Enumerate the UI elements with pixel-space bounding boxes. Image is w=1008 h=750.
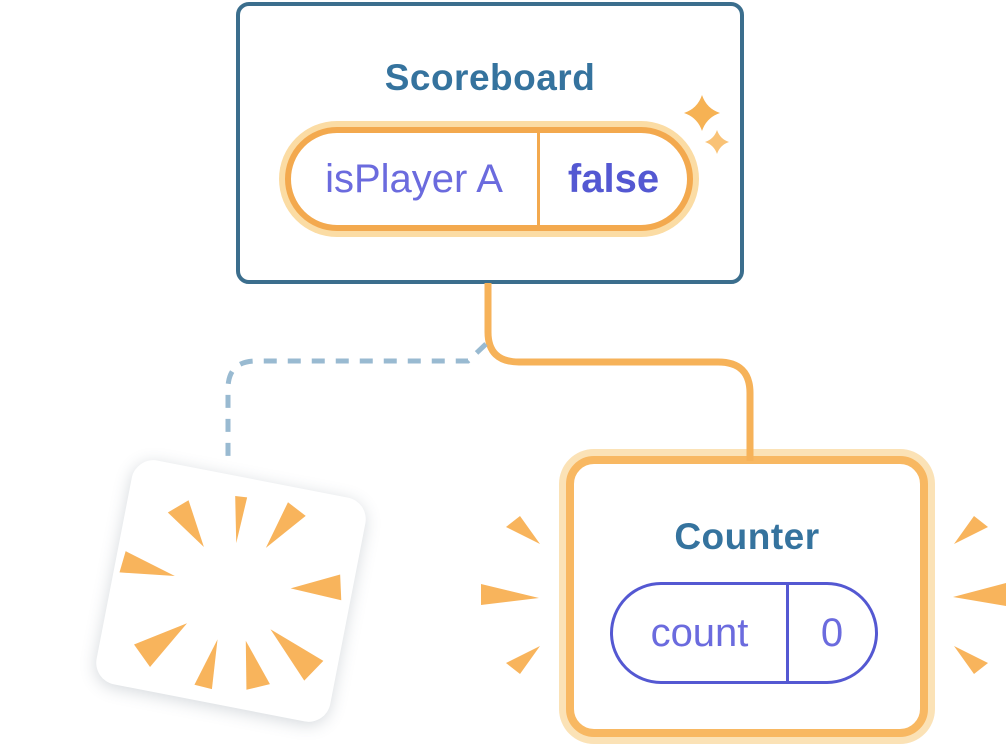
- scoreboard-title: Scoreboard: [384, 57, 596, 98]
- tree-edge-dashed: [225, 342, 488, 462]
- state-pill: count 0: [610, 582, 878, 684]
- poof-ray: [194, 639, 218, 690]
- emphasis-wedge: [954, 646, 988, 674]
- poof-ray: [235, 496, 248, 544]
- emphasis-wedge: [481, 584, 539, 605]
- state-value: 0: [820, 611, 844, 655]
- emphasis-wedge: [506, 646, 540, 674]
- emphasis-wedge: [953, 583, 1006, 606]
- poof-ray: [265, 502, 306, 548]
- poof-ray: [119, 551, 175, 577]
- scoreboard-card: Scoreboard isPlayer A false: [236, 2, 744, 284]
- state-divider: [786, 585, 789, 681]
- state-label: isPlayer A: [325, 157, 503, 201]
- emphasis-wedge: [954, 516, 988, 544]
- poof-ray: [167, 500, 204, 548]
- tree-edge-solid: [484, 283, 754, 461]
- counter-card: Counter count 0: [566, 456, 928, 737]
- state-value: false: [567, 157, 660, 201]
- poof-ray: [290, 574, 342, 601]
- poof-ray: [245, 640, 270, 690]
- state-label: count: [650, 611, 749, 655]
- state-pill: isPlayer A false: [285, 127, 693, 231]
- destroyed-card: [92, 456, 370, 726]
- state-divider: [537, 133, 540, 225]
- poof-burst-icon: [119, 496, 342, 690]
- poof-ray: [270, 629, 324, 681]
- poof-ray: [134, 623, 188, 667]
- emphasis-wedge: [506, 516, 540, 544]
- counter-title: Counter: [674, 516, 820, 557]
